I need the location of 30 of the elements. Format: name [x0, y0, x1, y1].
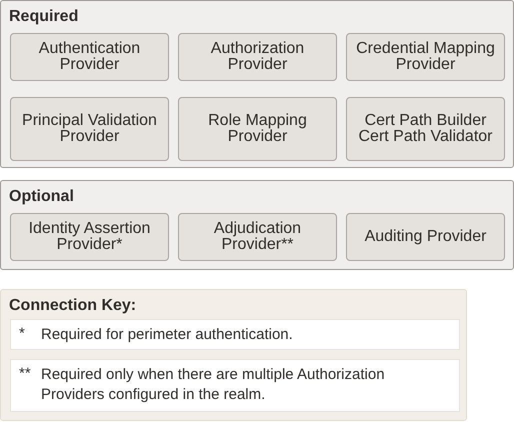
group-panel [0, 0, 514, 168]
provider-box [10, 97, 169, 161]
provider-label: Adjudication Provider** [212, 221, 302, 253]
key-row [10, 319, 460, 350]
group-title: Optional [9, 188, 74, 206]
footnote-mark: * [19, 325, 26, 342]
provider-label: Principal Validation Provider [21, 113, 158, 145]
provider-label: Cert Path Builder Cert Path Validator [358, 113, 494, 145]
group-panel [0, 180, 514, 270]
provider-label: Credential Mapping Provider [355, 41, 496, 73]
provider-box [10, 213, 169, 261]
provider-box [346, 213, 505, 261]
group-title: Connection Key: [9, 297, 136, 315]
key-row [10, 359, 460, 412]
provider-label: Auditing Provider [364, 229, 488, 245]
footnote-text: Required for perimeter authentication. [41, 325, 293, 345]
provider-box [346, 33, 505, 81]
provider-box [178, 213, 337, 261]
key-panel [0, 289, 467, 421]
provider-label: Authentication Provider [38, 41, 142, 73]
provider-box [346, 97, 505, 161]
footnote-text: Required only when there are multiple Authorization Providers configured in the realm. [41, 365, 386, 405]
footnote-mark: ** [19, 365, 32, 382]
provider-box [178, 97, 337, 161]
provider-box [178, 33, 337, 81]
provider-label: Authorization Provider [210, 41, 306, 73]
provider-box [10, 33, 169, 81]
group-title: Required [9, 8, 78, 26]
provider-label: Identity Assertion Provider* [28, 221, 152, 253]
provider-label: Role Mapping Provider [207, 113, 308, 145]
